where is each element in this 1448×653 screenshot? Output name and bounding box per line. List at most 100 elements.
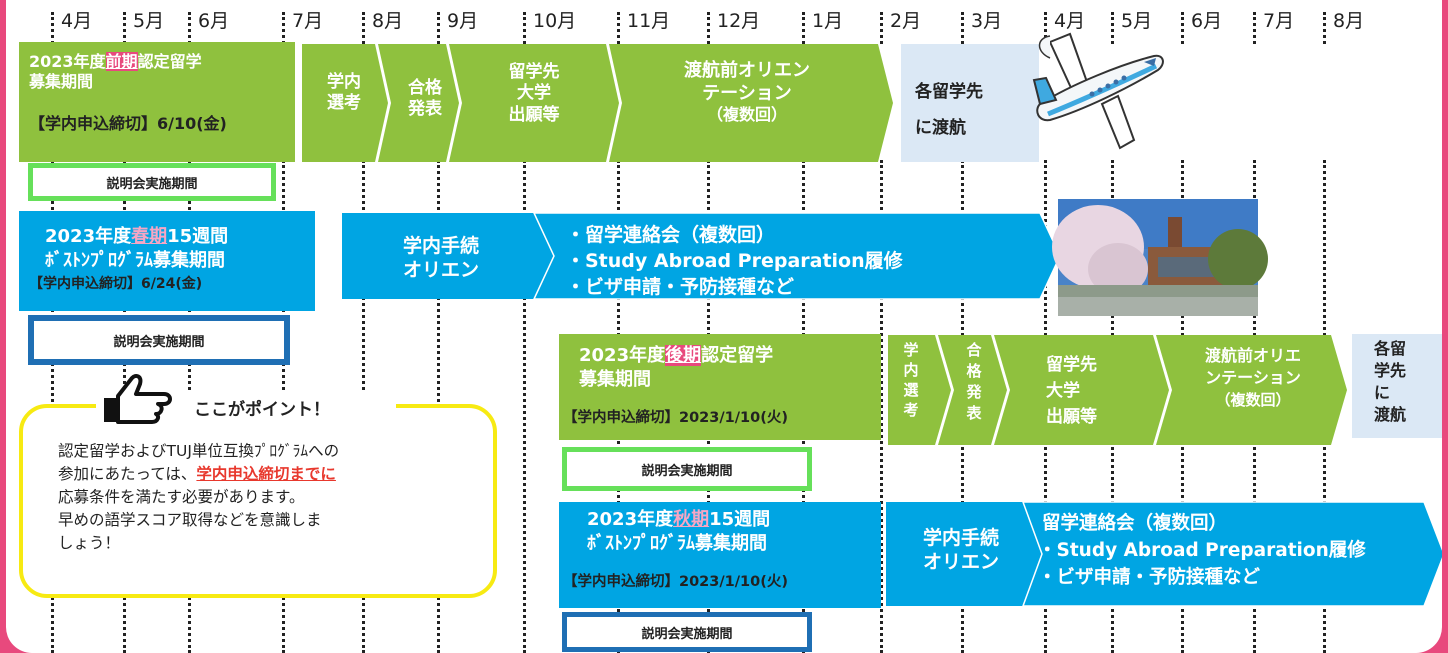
- row2-chevrons: [342, 212, 1061, 300]
- month-label: 5月: [133, 10, 165, 32]
- month-label: 11月: [627, 10, 671, 32]
- row3-title-line2: 募集期間: [579, 369, 651, 390]
- month-label: 2月: [890, 10, 922, 32]
- month-gridline: [437, 12, 440, 44]
- point-heading: ここがポイント！: [194, 400, 330, 420]
- row3-depart-line3: に: [1374, 383, 1391, 402]
- point-body: 認定留学およびTUJ単位互換ﾌﾟﾛｸﾞﾗﾑへの 参加にあたっては、学内申込締切ま…: [58, 440, 339, 555]
- month-gridline: [362, 12, 365, 44]
- month-label: 4月: [61, 10, 93, 32]
- point-line1: 認定留学およびTUJ単位互換ﾌﾟﾛｸﾞﾗﾑへの: [58, 442, 340, 460]
- row1-title-box: 2023年度前期認定留学 募集期間 【学内申込締切】6/10(金): [19, 42, 295, 162]
- row4-step2-line1: 留学連絡会（複数回）: [1042, 513, 1228, 534]
- month-label: 3月: [971, 10, 1003, 32]
- point-line4: 早めの語学スコア取得などを意識しま: [58, 511, 322, 529]
- row1-title-line2: 募集期間: [29, 72, 94, 91]
- row4-session-button[interactable]: 説明会実施期間: [562, 612, 812, 652]
- row2-session-button[interactable]: 説明会実施期間: [28, 315, 290, 365]
- month-label: 5月: [1121, 10, 1153, 32]
- row1-step1: 学内選考: [327, 72, 361, 114]
- month-gridline: [282, 12, 285, 44]
- row3-chevron-3: [994, 335, 1169, 445]
- month-gridline: [707, 12, 710, 44]
- row3-title-box: 2023年度後期認定留学 募集期間 【学内申込締切】2023/1/10(火): [559, 334, 881, 440]
- row1-title: 2023年度前期認定留学: [29, 52, 295, 72]
- row3-depart-box: 各留 学先 に 渡航: [1352, 334, 1442, 438]
- row1-depart-line1: 各留学先: [915, 82, 983, 102]
- row4-title-highlight: 秋期: [673, 509, 710, 530]
- row1-step3: 留学先大学出願等: [508, 62, 560, 125]
- row3-chevron-2: [938, 335, 1007, 445]
- row1-deadline: 【学内申込締切】6/10(金): [29, 114, 227, 133]
- row1-session-button[interactable]: 説明会実施期間: [28, 163, 276, 201]
- row3-depart-line4: 渡航: [1374, 405, 1407, 424]
- month-label: 7月: [1263, 10, 1295, 32]
- month-gridline: [802, 12, 805, 44]
- row2-title-box: 2023年度春期15週間 ﾎﾞｽﾄﾝﾌﾟﾛｸﾞﾗﾑ募集期間 【学内申込締切】6/…: [19, 211, 315, 311]
- month-gridline: [51, 12, 54, 44]
- row1-chevron-3: [449, 44, 619, 162]
- row1-chevron-4: [609, 44, 893, 162]
- row1-step2: 合格発表: [408, 78, 442, 120]
- row4-step2-line3: ・ビザ申請・予防接種など: [1038, 567, 1261, 588]
- month-label: 8月: [372, 10, 404, 32]
- month-gridline: [1111, 12, 1114, 44]
- month-gridline: [880, 160, 883, 653]
- row2-step1: 学内手続オリエン: [402, 235, 479, 281]
- row2-step2: ・留学連絡会（複数回） ・Study Abroad Preparation履修 …: [566, 222, 903, 300]
- row2-title-prefix: 2023年度: [45, 226, 132, 247]
- airplane-icon: [1032, 32, 1164, 150]
- row4-deadline: 【学内申込締切】2023/1/10(火): [563, 574, 788, 590]
- row2-chevron-2: [532, 212, 1061, 300]
- row1-title-suffix: 認定留学: [137, 52, 202, 71]
- month-gridline: [1181, 12, 1184, 44]
- row1-title-prefix: 2023年度: [29, 52, 106, 71]
- row1-title-highlight: 前期: [105, 52, 138, 71]
- row1-chevrons: [302, 44, 893, 162]
- row3-title-suffix: 認定留学: [701, 345, 774, 366]
- row3-depart-line1: 各留: [1374, 339, 1407, 358]
- row3-deadline: 【学内申込締切】2023/1/10(火): [563, 410, 788, 426]
- month-gridline: [961, 12, 964, 44]
- row3-session-button[interactable]: 説明会実施期間: [562, 447, 812, 491]
- row2-step2-line2: ・Study Abroad Preparation履修: [566, 250, 903, 272]
- row2-deadline: 【学内申込締切】6/24(金): [29, 276, 203, 292]
- month-gridline: [523, 160, 526, 653]
- month-gridline: [123, 12, 126, 44]
- row1-depart-line2: に渡航: [915, 118, 966, 138]
- row4-title-box: 2023年度秋期15週間 ﾎﾞｽﾄﾝﾌﾟﾛｸﾞﾗﾑ募集期間 【学内申込締切】20…: [559, 502, 881, 608]
- row3-step4: 渡航前オリエンテーション（複数回）: [1204, 346, 1301, 409]
- row4-step2-line2: ・Study Abroad Preparation履修: [1038, 540, 1366, 561]
- row3-depart-line2: 学先: [1374, 361, 1407, 380]
- campus-photo: [1052, 199, 1268, 316]
- row1-depart-box: 各留学先 に渡航: [901, 44, 1039, 162]
- month-label: 12月: [717, 10, 761, 32]
- row2-title-suffix: 15週間: [167, 226, 229, 247]
- row4-title-prefix: 2023年度: [587, 509, 674, 530]
- row4-step1: 学内手続オリエン: [922, 527, 999, 573]
- month-gridline: [1044, 12, 1047, 44]
- month-gridline: [523, 12, 526, 44]
- point-line3: 応募条件を満たす必要があります。: [58, 488, 305, 506]
- month-label: 7月: [292, 10, 324, 32]
- row3-chevron-4: [1156, 335, 1347, 445]
- row3-step1: 学内選考: [903, 341, 919, 419]
- row4-title-suffix: 15週間: [709, 509, 771, 530]
- row4-chevron-2: [1021, 501, 1442, 607]
- row3-chevrons: [888, 335, 1347, 445]
- row2-title-highlight: 春期: [131, 226, 168, 247]
- row2-title-line2: ﾎﾞｽﾄﾝﾌﾟﾛｸﾞﾗﾑ募集期間: [45, 250, 225, 271]
- row4-step2: 留学連絡会（複数回） ・Study Abroad Preparation履修 ・…: [1038, 510, 1366, 591]
- point-callout: [19, 404, 497, 598]
- row3-step2: 合格発表: [966, 341, 982, 422]
- month-gridline: [1253, 12, 1256, 44]
- row2-step2-line3: ・ビザ申請・予防接種など: [566, 276, 795, 298]
- row3-step3: 留学先大学出願等: [1046, 355, 1097, 427]
- month-label: 9月: [447, 10, 479, 32]
- month-gridline: [1323, 12, 1326, 44]
- row4-title-line2: ﾎﾞｽﾄﾝﾌﾟﾛｸﾞﾗﾑ募集期間: [587, 533, 767, 554]
- month-gridline: [188, 12, 191, 44]
- month-gridline: [617, 12, 620, 44]
- row2-chevron-1: [342, 213, 554, 299]
